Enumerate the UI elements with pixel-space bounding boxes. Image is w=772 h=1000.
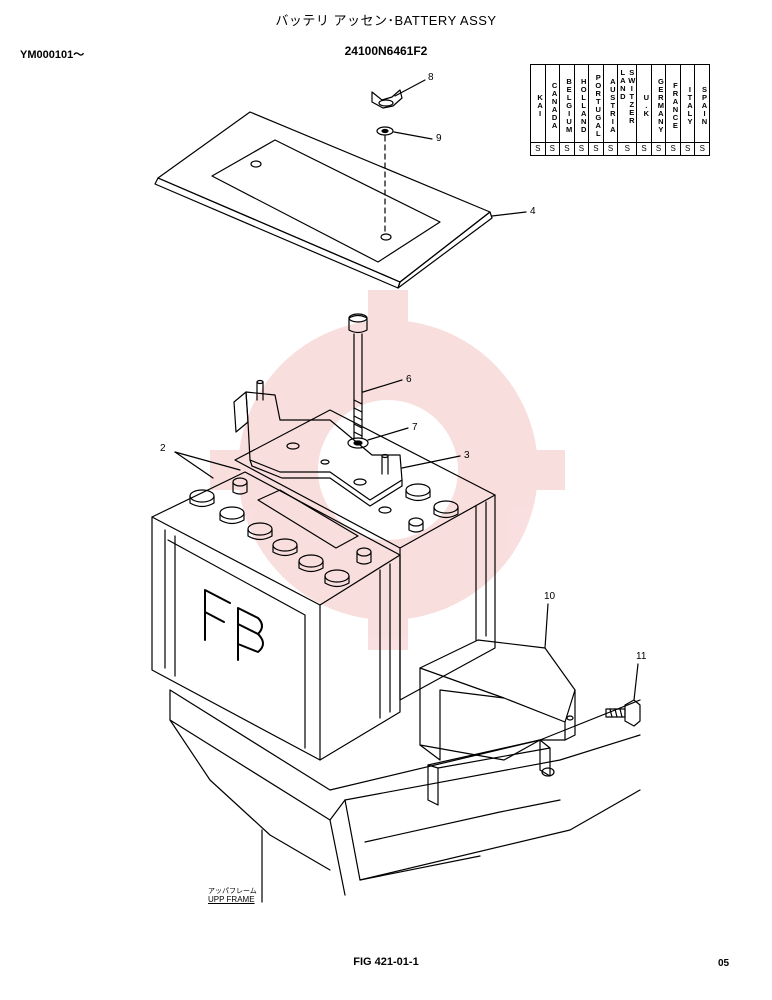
region-column: BELGIUM S — [560, 65, 575, 155]
part-number: 24100N6461F2 — [344, 44, 428, 58]
region-column: PORTUGAL S — [589, 65, 604, 155]
region-name: ITALY — [685, 85, 695, 125]
upper-frame — [169, 689, 641, 896]
region-mark: S — [666, 142, 680, 155]
leader-line — [174, 451, 241, 471]
leader-line — [367, 427, 409, 441]
region-name: GERMANY — [656, 77, 666, 133]
leader-line — [633, 663, 639, 701]
region-mark: S — [531, 142, 545, 155]
region-column: KAI S — [531, 65, 546, 155]
callout-3: 3 — [464, 450, 470, 461]
region-column: ITALY S — [680, 65, 696, 155]
region-name: HOLLAND — [579, 77, 589, 133]
leader-line — [362, 379, 403, 393]
callout-7: 7 — [412, 422, 418, 433]
washer-part-9 — [376, 126, 394, 136]
leader-line — [174, 451, 214, 479]
callout-11: 11 — [636, 651, 647, 662]
callout-8: 8 — [428, 72, 434, 83]
terminal-cap — [189, 477, 372, 588]
region-column: SPAIN S — [695, 65, 710, 155]
region-mark: S — [651, 142, 666, 155]
region-name: CANADA — [550, 81, 560, 129]
region-column: GERMANY S — [651, 65, 667, 155]
region-mark: S — [637, 142, 651, 155]
region-column: CANADA S — [545, 65, 561, 155]
callout-2: 2 — [160, 443, 166, 454]
leader-line — [491, 211, 527, 217]
region-column: SWITZER LAND S — [618, 65, 638, 155]
callout-9: 9 — [436, 133, 442, 144]
terminal-cap — [378, 483, 459, 533]
leader-line — [544, 603, 549, 649]
region-column: U.K S — [637, 65, 652, 155]
callout-6: 6 — [406, 374, 412, 385]
region-column: HOLLAND S — [574, 65, 590, 155]
frame-label-jp: アッパフレーム — [208, 888, 257, 895]
region-mark: S — [560, 142, 574, 155]
region-name: FRANCE — [670, 81, 680, 129]
figure-number: FIG 421-01-1 — [353, 956, 419, 968]
frame-label-en: UPP FRAME — [208, 895, 255, 904]
hold-down-bracket-part-3 — [233, 379, 403, 507]
region-mark: S — [680, 142, 695, 155]
region-mark: S — [603, 142, 618, 155]
leader-line — [393, 131, 433, 140]
region-name: KAI — [535, 93, 545, 117]
leader-line — [394, 79, 426, 97]
region-column: FRANCE S — [666, 65, 681, 155]
cover-plate-part-4 — [154, 111, 493, 289]
page-number: 05 — [718, 958, 730, 969]
region-mark: S — [545, 142, 560, 155]
battery-front: FB — [151, 471, 401, 761]
region-name: SWITZER LAND — [618, 68, 637, 124]
region-name: AUSTRIA — [608, 77, 618, 133]
region-name: PORTUGAL — [593, 73, 603, 137]
serial-range: YM000101～ — [20, 49, 85, 61]
region-mark: S — [589, 142, 603, 155]
region-name: SPAIN — [700, 85, 710, 125]
callout-10: 10 — [544, 591, 556, 602]
region-name: U.K — [641, 93, 651, 117]
brand-text: FB — [225, 655, 245, 672]
region-mark: S — [695, 142, 710, 155]
region-mark: S — [618, 142, 637, 155]
callout-4: 4 — [530, 206, 536, 217]
region-mark: S — [574, 142, 589, 155]
wing-nut-part-8 — [371, 89, 403, 109]
cover-bracket-part-10 — [419, 639, 576, 761]
bolt-part-11 — [605, 699, 641, 727]
watermark-gear-icon — [210, 290, 565, 650]
long-bolt-part-6 — [348, 313, 368, 439]
battery-brand-mark — [204, 589, 264, 661]
region-name: BELGIUM — [564, 77, 574, 133]
page-title: バッテリ アッセン･BATTERY ASSY — [275, 13, 497, 28]
region-column: AUSTRIA S — [603, 65, 619, 155]
